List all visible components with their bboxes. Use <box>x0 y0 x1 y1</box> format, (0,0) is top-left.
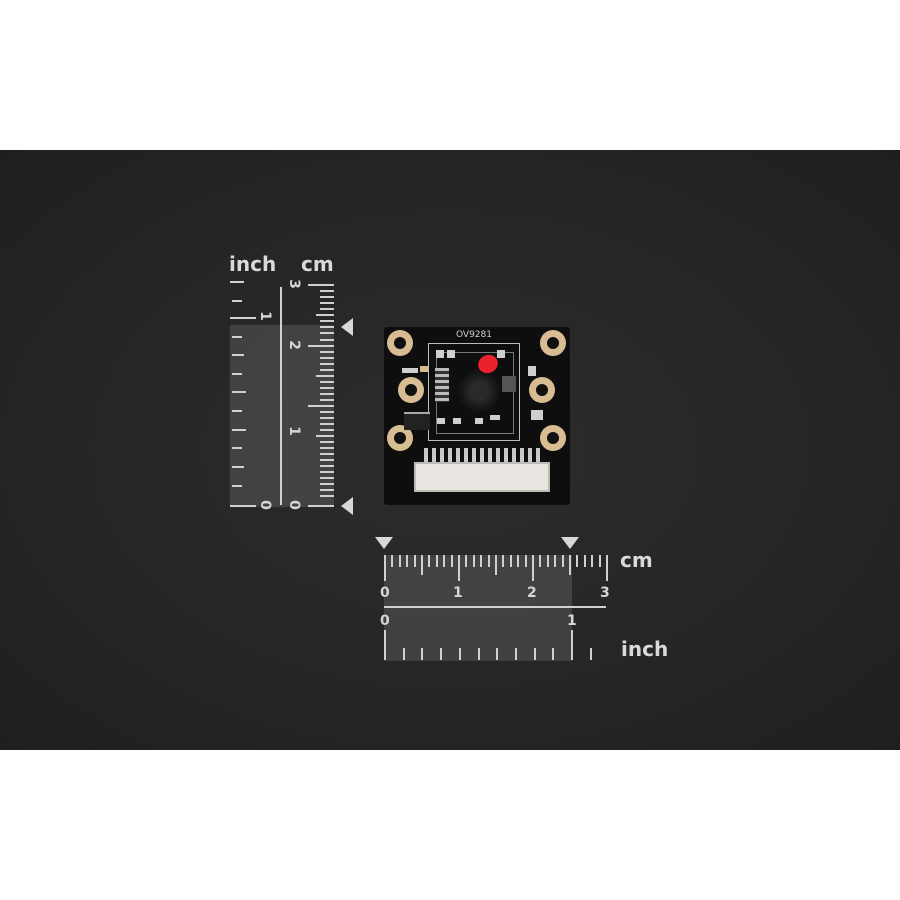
vertical-ruler-shade <box>230 325 334 507</box>
mounting-hole-bottom-right <box>540 425 566 451</box>
horizontal-cm-label: cm <box>620 548 653 572</box>
mounting-hole-top-right <box>540 330 566 356</box>
vertical-inch-label: inch <box>229 252 277 276</box>
vertical-cm-number-2: 2 <box>285 340 302 350</box>
horizontal-inch-label: inch <box>621 637 669 661</box>
camera-lens <box>458 370 500 412</box>
horizontal-inch-number-1: 1 <box>567 613 577 629</box>
horizontal-cm-number-3: 3 <box>600 585 610 601</box>
horizontal-inch-number-0: 0 <box>380 613 390 629</box>
horizontal-cm-number-2: 2 <box>527 585 537 601</box>
mounting-hole-mid-left <box>398 377 424 403</box>
vertical-bottom-marker-icon <box>341 497 353 515</box>
sensor-outline <box>428 343 520 441</box>
board-label: OV9281 <box>456 330 492 340</box>
vertical-cm-number-0: 0 <box>285 500 302 510</box>
horizontal-right-marker-icon <box>561 537 579 549</box>
horizontal-cm-number-0: 0 <box>380 585 390 601</box>
connector-pins <box>424 448 540 462</box>
mounting-hole-mid-right <box>529 377 555 403</box>
horizontal-left-marker-icon <box>375 537 393 549</box>
horizontal-ruler-axis <box>384 606 606 608</box>
vertical-cm-number-1: 1 <box>285 426 302 436</box>
mounting-hole-top-left <box>387 330 413 356</box>
horizontal-cm-number-1: 1 <box>453 585 463 601</box>
horizontal-ruler-shade <box>384 555 572 661</box>
vertical-cm-number-3: 3 <box>285 279 302 289</box>
ribbon-cable-connector <box>414 462 550 492</box>
vertical-top-marker-icon <box>341 318 353 336</box>
vertical-ruler-axis <box>280 287 282 505</box>
vertical-inch-number-0: 0 <box>256 500 273 510</box>
vertical-cm-label: cm <box>301 252 334 276</box>
vertical-inch-number-1: 1 <box>256 311 273 321</box>
